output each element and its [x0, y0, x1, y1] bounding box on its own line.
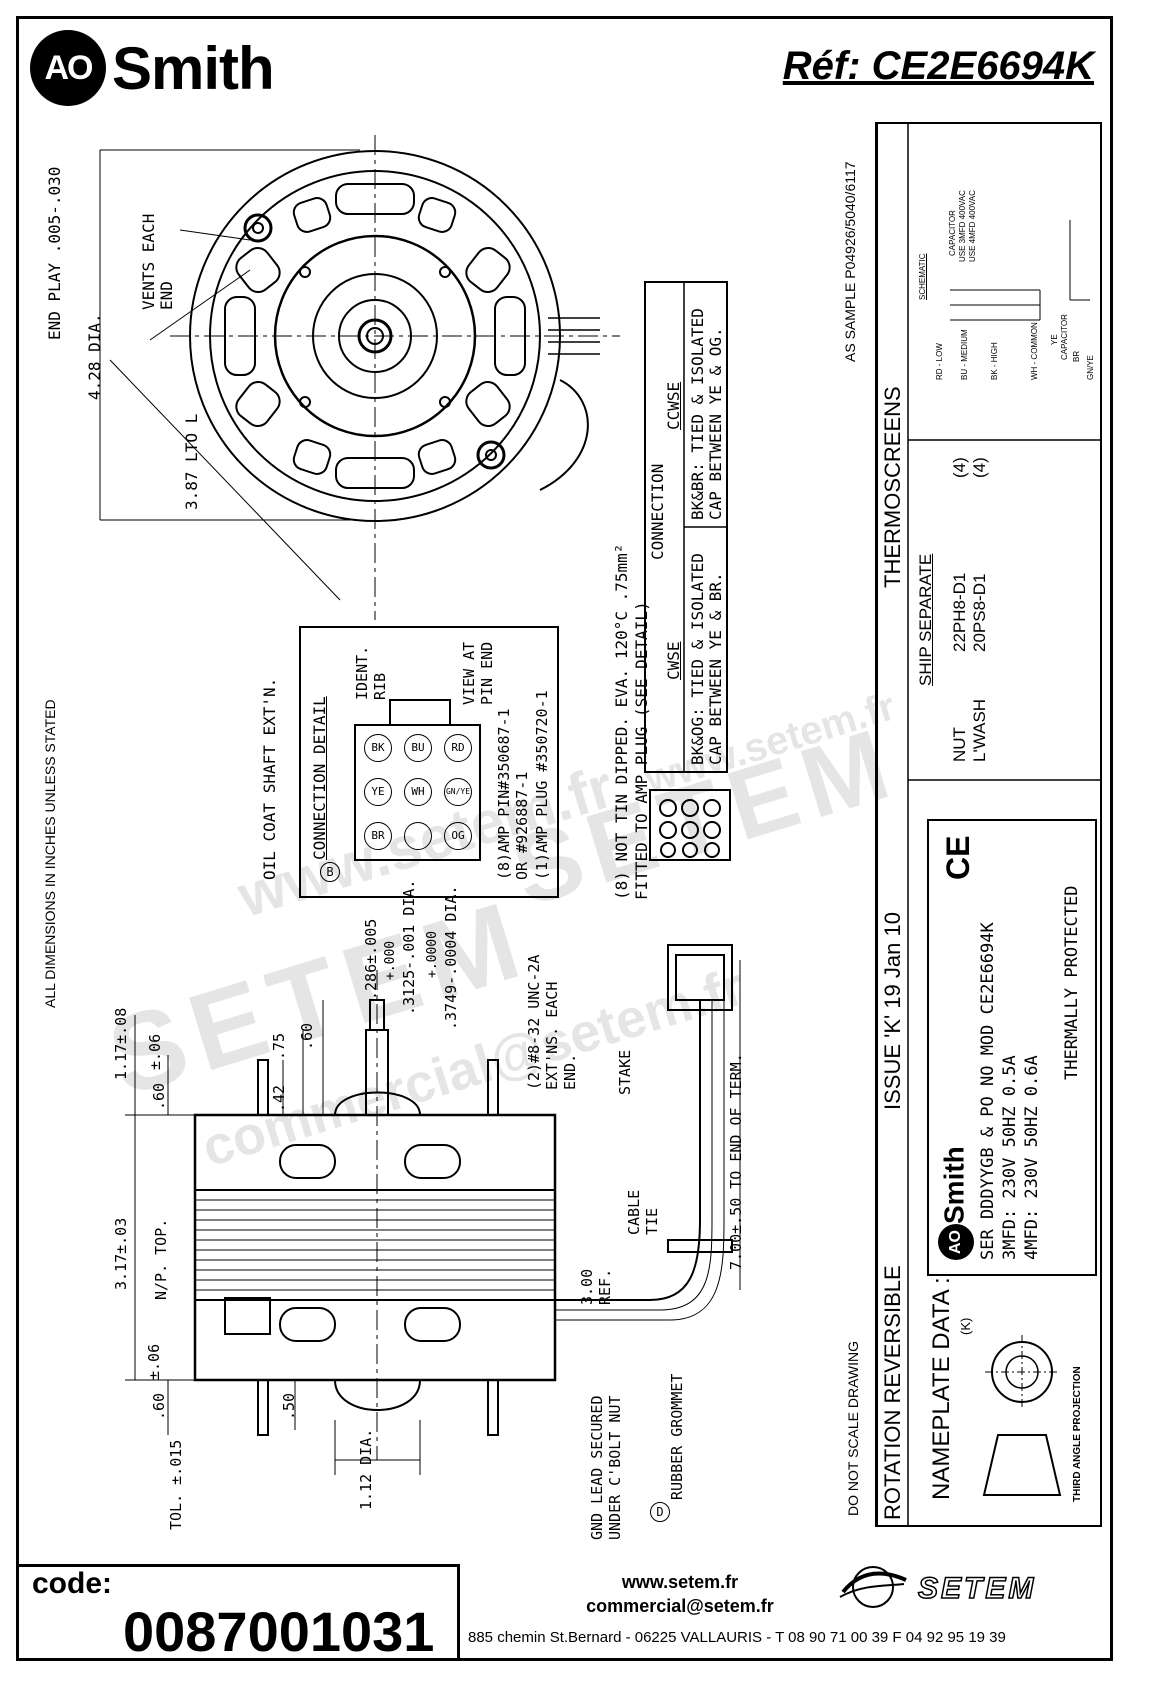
schematic-use3: USE 3MFD 400VAC	[958, 190, 967, 262]
nameplate-logo-mark: AO	[938, 1224, 974, 1260]
nut-part: 22PH8-D1	[950, 572, 969, 652]
pin-gnye: GN/YE	[444, 778, 472, 806]
reference-number: Réf: CE2E6694K	[782, 44, 1094, 88]
nameplate-4mfd: 4MFD: 230V 50HZ 0.6A	[1022, 1055, 1042, 1260]
nut-label: NUT	[950, 727, 969, 762]
pin-br: BR	[364, 822, 392, 850]
lwash-qty: (4)	[970, 457, 989, 478]
pin-bu: BU	[404, 734, 432, 762]
rotation-label: ROTATION REVERSIBLE	[880, 1265, 905, 1520]
nameplate-k: (K)	[958, 1317, 973, 1335]
pin-wh: WH	[404, 778, 432, 806]
schematic-use4: USE 4MFD 400VAC	[968, 190, 977, 262]
footer-web-link[interactable]: www.setem.fr	[621, 1572, 739, 1592]
setem-globe-icon	[839, 1566, 907, 1608]
schematic-title: SCHEMATIC	[918, 253, 927, 300]
as-sample-note: AS SAMPLE P04926/5040/6117	[842, 161, 858, 362]
lwash-label: L'WASH	[970, 698, 989, 762]
pin-rd: RD	[444, 734, 472, 762]
schematic-bk: BK - HIGH	[990, 342, 999, 380]
schematic-wh: WH - COMMON	[1030, 322, 1039, 380]
pin-ye: YE	[364, 778, 392, 806]
schematic-br: BR	[1072, 350, 1081, 362]
schematic-ye: YE	[1050, 334, 1059, 345]
setem-logo-text: SETEM	[917, 1571, 1037, 1606]
third-angle-label: THIRD ANGLE PROJECTION	[1072, 1366, 1083, 1502]
code-value: 0087001031	[123, 1600, 435, 1663]
issue-label: ISSUE 'K' 19 Jan 10	[880, 912, 905, 1110]
schematic-bu: BU - MEDIUM	[960, 329, 969, 380]
ce-mark: CE	[940, 835, 976, 880]
drawing-frame	[16, 16, 1113, 1661]
nameplate-ser: SER DDDYYGB & PO NO MOD CE2E6694K	[978, 922, 998, 1260]
schematic-gnye: GN/YE	[1086, 355, 1095, 380]
footer-address: 885 chemin St.Bernard - 06225 VALLAURIS …	[468, 1629, 1006, 1646]
code-label: code:	[32, 1567, 113, 1600]
pin-og: OG	[444, 822, 472, 850]
nameplate-title: NAMEPLATE DATA :	[928, 1277, 955, 1500]
logo-mark: AO	[30, 30, 106, 106]
footer-contact: www.setem.fr commercial@setem.fr	[470, 1570, 890, 1618]
pin-empty	[404, 822, 432, 850]
aosmith-logo: AO Smith	[30, 30, 275, 106]
schematic-capacitor: CAPACITOR	[948, 210, 957, 256]
grommet-marker: D	[650, 1502, 670, 1522]
footer-email-link[interactable]: commercial@setem.fr	[586, 1596, 774, 1616]
lwash-part: 20PS8-D1	[970, 573, 989, 652]
nut-qty: (4)	[950, 457, 969, 478]
customer-name: THERMOSCREENS	[880, 386, 905, 588]
nameplate-logo: AOSmith	[938, 1146, 974, 1260]
nameplate-3mfd: 3MFD: 230V 50HZ 0.5A	[1000, 1055, 1020, 1260]
schematic-capacitor-2: CAPACITOR	[1060, 314, 1069, 360]
schematic-rd: RD - LOW	[935, 343, 944, 380]
do-not-scale-note: DO NOT SCALE DRAWING	[845, 1340, 861, 1516]
nameplate-logo-word: Smith	[938, 1146, 970, 1224]
pin-grid: BK BU RD YE WH GN/YE BR OG	[358, 728, 478, 858]
ship-separate-label: SHIP SEPARATE	[916, 553, 935, 686]
nameplate-thermal: THERMALLY PROTECTED	[1062, 885, 1082, 1080]
logo-word: Smith	[112, 34, 275, 102]
pin-bk: BK	[364, 734, 392, 762]
code-box: code: 0087001031	[18, 1564, 460, 1663]
detail-b-marker: B	[320, 862, 340, 882]
